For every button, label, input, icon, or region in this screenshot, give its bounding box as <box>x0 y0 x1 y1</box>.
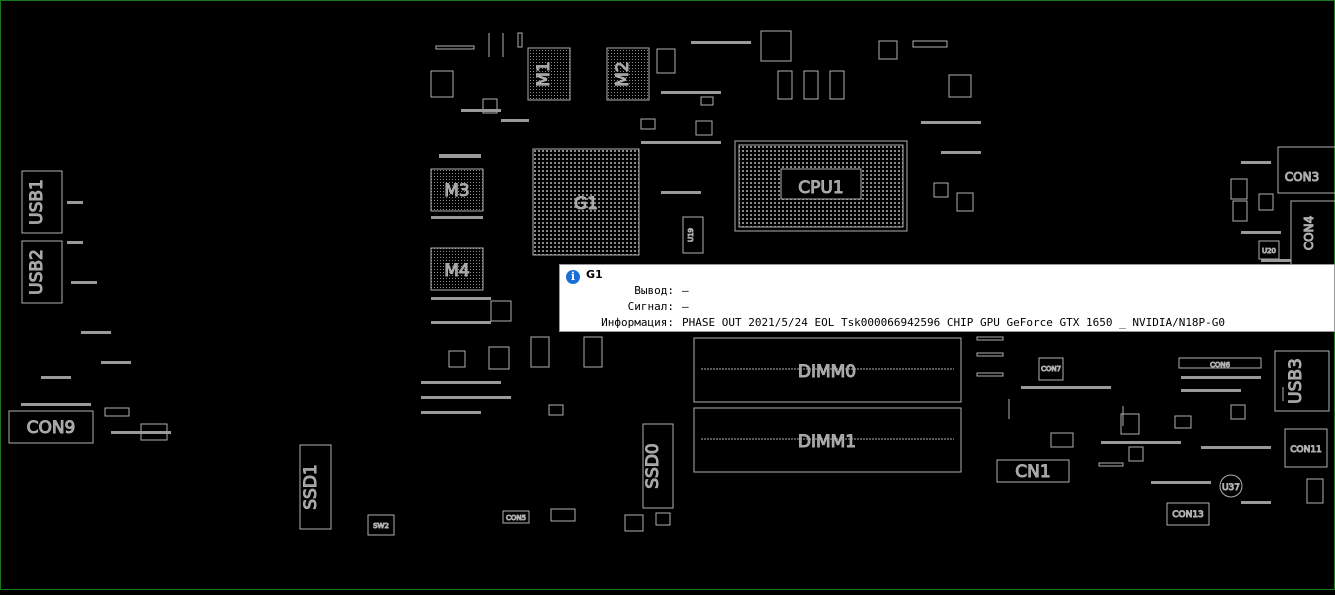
component-m2[interactable]: M2 <box>606 47 650 101</box>
tooltip-row-pin: Вывод: — <box>560 284 689 297</box>
component-cn1[interactable]: CN1 <box>996 459 1070 483</box>
usb3-label: USB3 <box>1286 358 1306 404</box>
component-g1[interactable]: G1 <box>532 148 640 256</box>
usb1-label: USB1 <box>27 179 47 225</box>
m4-label: M4 <box>444 261 469 281</box>
tooltip-row-key: Сигнал: <box>627 300 674 313</box>
component-dimm1[interactable]: DIMM1 <box>693 407 962 473</box>
component-usb1[interactable]: USB1 <box>21 170 63 234</box>
component-usb3[interactable]: USB3 <box>1274 350 1330 412</box>
m3-label: M3 <box>444 181 469 201</box>
component-con6[interactable]: CON6 <box>1178 357 1262 370</box>
component-con11[interactable]: CON11 <box>1284 428 1328 468</box>
tooltip-title: G1 <box>586 268 603 281</box>
con4-label: CON4 <box>1302 216 1316 250</box>
component-ssd0[interactable]: SSD0 <box>642 423 674 509</box>
component-m3[interactable]: M3 <box>430 168 484 212</box>
component-cpu1[interactable]: CPU1 <box>734 140 908 232</box>
cpu1-label: CPU1 <box>798 178 843 198</box>
component-con9[interactable]: CON9 <box>8 410 94 444</box>
con6-label: CON6 <box>1210 361 1231 369</box>
component-con13[interactable]: CON13 <box>1166 502 1210 526</box>
component-con5[interactable]: CON5 <box>502 510 530 524</box>
component-con7[interactable]: CON7 <box>1038 357 1064 381</box>
g1-label: G1 <box>574 194 598 214</box>
tooltip-row-key: Информация: <box>601 316 674 329</box>
sw2-label: SW2 <box>373 522 389 530</box>
passive-components <box>430 30 1284 467</box>
dimm1-label: DIMM1 <box>798 432 856 452</box>
ssd0-label: SSD0 <box>643 443 663 489</box>
tooltip-row-value: — <box>682 300 689 313</box>
u37-label: U37 <box>1222 483 1240 493</box>
m1-label: M1 <box>534 61 554 86</box>
smd-pads <box>21 41 1291 504</box>
component-sw2[interactable]: SW2 <box>367 514 395 536</box>
con3-label: CON3 <box>1285 170 1319 184</box>
tooltip-row-value: PHASE OUT 2021/5/24 EOL Tsk000066942596 … <box>682 316 1226 329</box>
tooltip-row-signal: Сигнал: — <box>560 300 689 313</box>
cn1-label: CN1 <box>1015 462 1050 482</box>
con5-label: CON5 <box>506 514 526 522</box>
u19-label: U19 <box>687 228 695 242</box>
info-icon: i <box>566 270 580 284</box>
usb2-label: USB2 <box>27 249 47 295</box>
component-dimm0[interactable]: DIMM0 <box>693 337 962 403</box>
con9-label: CON9 <box>27 418 76 438</box>
component-u37[interactable]: U37 <box>1219 474 1243 498</box>
tooltip-row-value: — <box>682 284 689 297</box>
con11-label: CON11 <box>1290 445 1322 455</box>
m2-label: M2 <box>613 61 633 86</box>
con7-label: CON7 <box>1041 365 1061 373</box>
component-ssd1[interactable]: SSD1 <box>299 444 332 530</box>
component-con3[interactable]: CON3 <box>1277 146 1335 194</box>
component-info-tooltip: i G1 Вывод: — Сигнал: — Информация: PHASE O… <box>559 264 1335 332</box>
component-u19[interactable]: U19 <box>682 216 704 254</box>
component-usb2[interactable]: USB2 <box>21 240 63 304</box>
tooltip-row-info: Информация: PHASE OUT 2021/5/24 EOL Tsk00… <box>560 316 1225 329</box>
tooltip-row-key: Вывод: <box>634 284 674 297</box>
component-con4[interactable]: CON4 <box>1290 200 1335 266</box>
dimm0-label: DIMM0 <box>798 362 856 382</box>
component-u20[interactable]: U20 <box>1258 240 1280 260</box>
component-m4[interactable]: M4 <box>430 247 484 291</box>
ssd1-label: SSD1 <box>301 464 321 510</box>
con13-label: CON13 <box>1172 510 1204 520</box>
component-m1[interactable]: M1 <box>527 47 571 101</box>
u20-label: U20 <box>1262 247 1276 255</box>
